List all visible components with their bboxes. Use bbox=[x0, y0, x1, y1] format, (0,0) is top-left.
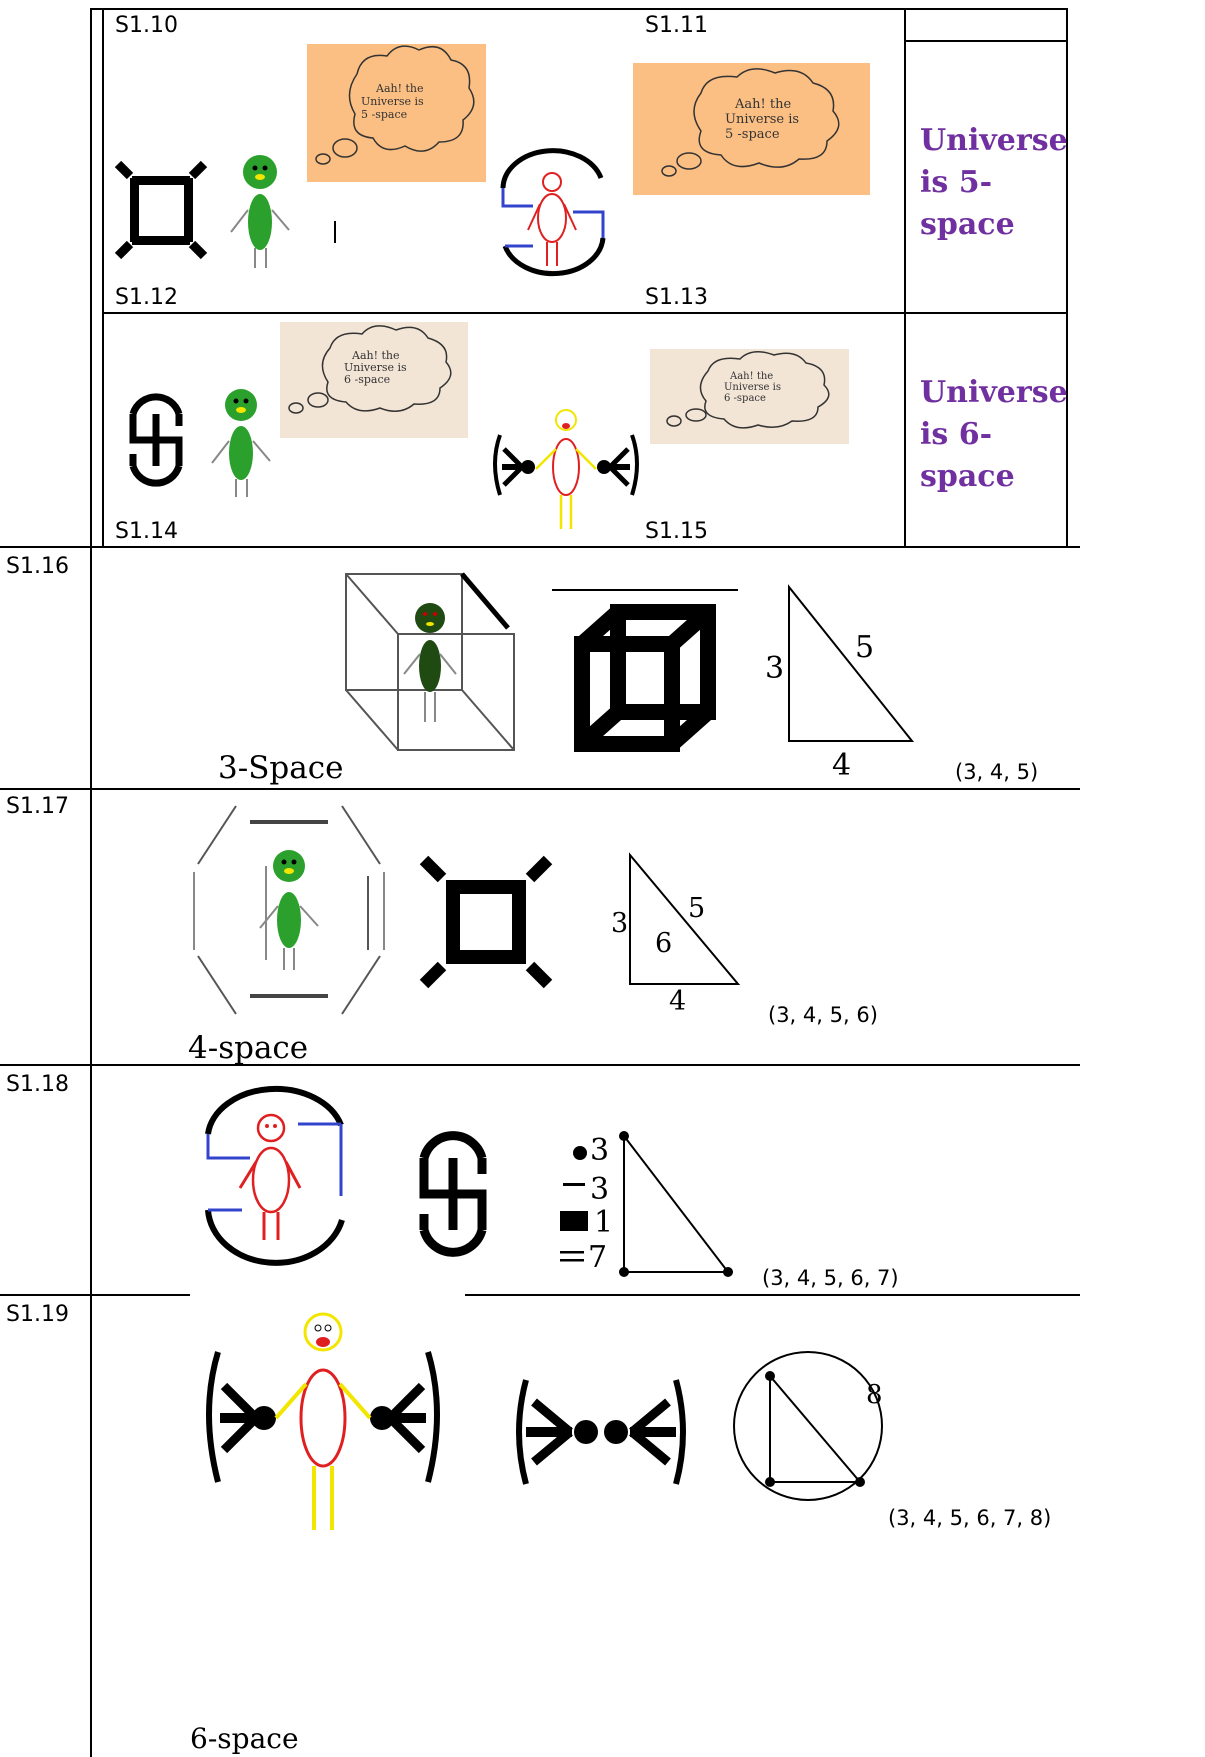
tuple-label: (3, 4, 5, 6, 7, 8) bbox=[888, 1506, 1052, 1530]
caption-universe-5: Universe is 5- space bbox=[920, 120, 1068, 246]
solid-cube-icon bbox=[574, 604, 716, 752]
triangle-side-a: 3 bbox=[611, 908, 629, 939]
caption-universe-6: Universe is 6- space bbox=[920, 372, 1068, 498]
thought-cloud-a: Aah! the Universe is 5 -space bbox=[307, 44, 486, 182]
triangle-side-b: 4 bbox=[669, 986, 687, 1017]
table-border bbox=[90, 8, 92, 547]
table-border bbox=[0, 1294, 190, 1296]
table-border bbox=[0, 1064, 1080, 1066]
caption-line: is 6- bbox=[920, 417, 993, 452]
cloud-line: Aah! the bbox=[730, 371, 774, 382]
cloud-line: 5 -space bbox=[725, 127, 780, 142]
row-label-s1-13: S1.13 bbox=[645, 285, 708, 310]
row-label-s1-16: S1.16 bbox=[6, 554, 69, 579]
table-border bbox=[90, 8, 1068, 10]
wireframe-cube-figure-icon bbox=[345, 572, 515, 751]
green-figure-icon bbox=[211, 389, 271, 497]
legend-square-icon bbox=[560, 1211, 588, 1231]
cloud-line: 6 -space bbox=[344, 373, 391, 386]
cloud-line: Universe is bbox=[724, 382, 781, 393]
legend-value: 1 bbox=[594, 1205, 614, 1240]
caption-line: space bbox=[920, 207, 1015, 242]
table-border bbox=[0, 788, 1080, 790]
table-border bbox=[102, 8, 104, 547]
cloud-line: 6 -space bbox=[724, 393, 766, 404]
cursor-mark bbox=[334, 221, 336, 243]
thought-cloud-c: Aah! the Universe is 6 -space bbox=[280, 322, 468, 438]
caption-line: Universe bbox=[920, 123, 1068, 158]
legend-double-dash-icon bbox=[560, 1251, 584, 1262]
legend-value: 3 bbox=[590, 1133, 610, 1168]
octagon-green-figure-icon bbox=[193, 805, 385, 1015]
thought-cloud-b: Aah! the Universe is 5 -space bbox=[633, 63, 870, 195]
tuple-label: (3, 4, 5, 6) bbox=[768, 1003, 878, 1027]
triangle-side-c: 5 bbox=[688, 893, 706, 924]
cloud-line: Universe is bbox=[725, 112, 800, 127]
thought-cloud-d: Aah! the Universe is 6 -space bbox=[650, 349, 849, 444]
cloud-line: 5 -space bbox=[361, 108, 408, 121]
table-border bbox=[0, 546, 1080, 548]
row-label-s1-18: S1.18 bbox=[6, 1072, 69, 1097]
cloud-line: Universe is bbox=[361, 95, 424, 108]
triangle-side-b: 4 bbox=[832, 748, 852, 783]
table-border bbox=[465, 1294, 1080, 1296]
legend-dot-icon bbox=[573, 1146, 587, 1160]
green-figure-icon bbox=[230, 155, 290, 268]
table-border bbox=[102, 312, 1068, 314]
four-corner-square-icon bbox=[419, 855, 553, 989]
row-label-s1-17: S1.17 bbox=[6, 794, 69, 819]
cloud-line: Universe is bbox=[344, 361, 407, 374]
cloud-line: Aah! the bbox=[735, 97, 792, 112]
cloud-line: Aah! the bbox=[376, 82, 424, 95]
row-label-s1-15: S1.15 bbox=[645, 519, 708, 544]
hooked-s-symbol-icon bbox=[129, 393, 183, 487]
hooked-s-symbol-icon bbox=[419, 1131, 487, 1257]
caption-line: Universe bbox=[920, 375, 1068, 410]
row-label-s1-10: S1.10 bbox=[115, 13, 178, 38]
legend-dash-icon bbox=[563, 1183, 585, 1186]
row-label-s1-11: S1.11 bbox=[645, 13, 708, 38]
tuple-label: (3, 4, 5, 6, 7) bbox=[762, 1266, 899, 1290]
four-corner-square-icon bbox=[114, 160, 208, 260]
tuple-label: (3, 4, 5) bbox=[955, 760, 1039, 784]
table-border bbox=[1066, 8, 1068, 547]
row-label-s1-12: S1.12 bbox=[115, 285, 178, 310]
s-curve-red-figure-icon bbox=[500, 148, 606, 277]
row-label-s1-14: S1.14 bbox=[115, 519, 178, 544]
legend-value: 7 bbox=[588, 1240, 608, 1275]
right-triangle-icon bbox=[629, 852, 741, 985]
s-curve-red-figure-icon bbox=[205, 1085, 345, 1266]
circle-triangle-icon bbox=[733, 1351, 883, 1501]
triangle-side-a: 3 bbox=[765, 651, 785, 686]
circle-number: 8 bbox=[866, 1380, 883, 1410]
space-label: 6-space bbox=[190, 1722, 299, 1755]
cloud-line: Aah! the bbox=[352, 349, 400, 362]
triangle-side-c: 5 bbox=[855, 630, 875, 665]
caption-line: space bbox=[920, 459, 1015, 494]
paddle-pair-icon bbox=[516, 1379, 686, 1485]
divider-line bbox=[552, 589, 738, 591]
right-triangle-icon bbox=[788, 584, 915, 742]
space-label: 4-space bbox=[188, 1030, 309, 1066]
legend-value: 3 bbox=[590, 1172, 610, 1207]
table-border bbox=[90, 546, 92, 1757]
right-triangle-dots-icon bbox=[619, 1131, 733, 1277]
space-label: 3-Space bbox=[218, 750, 344, 786]
row-label-s1-19: S1.19 bbox=[6, 1302, 69, 1327]
table-border bbox=[904, 40, 1068, 42]
paddle-yellow-figure-icon bbox=[206, 1312, 440, 1530]
caption-line: is 5- bbox=[920, 165, 993, 200]
paddle-yellow-figure-icon bbox=[493, 409, 639, 529]
table-border bbox=[904, 8, 906, 547]
triangle-area: 6 bbox=[655, 928, 673, 959]
